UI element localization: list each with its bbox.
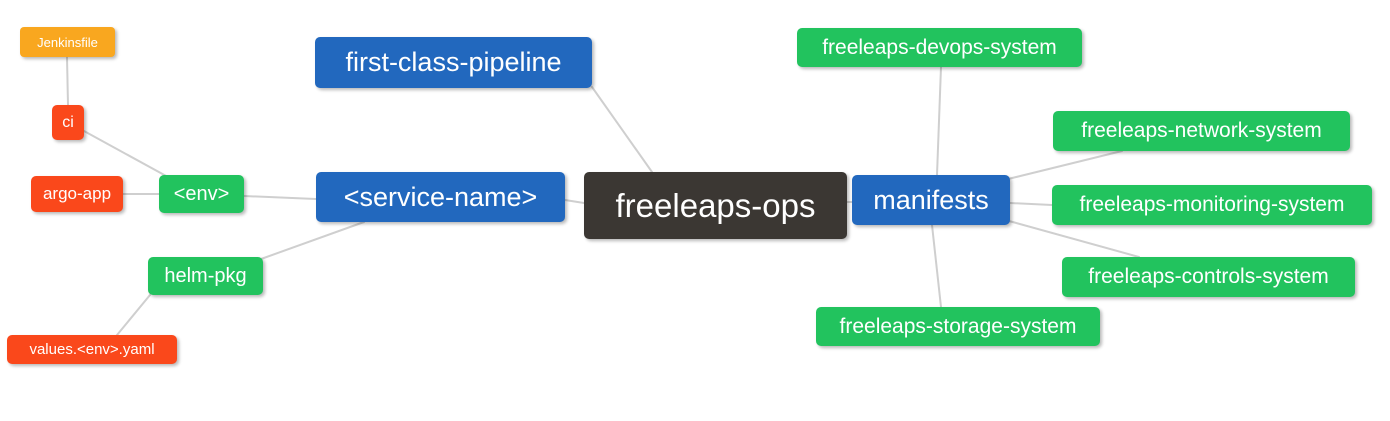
- node-service-name[interactable]: <service-name>: [316, 172, 565, 222]
- edge-helm-pkg-values: [116, 294, 151, 336]
- edge-manifests-monitoring: [1009, 202, 1053, 206]
- node-jenkinsfile[interactable]: Jenkinsfile: [20, 27, 115, 57]
- node-freeleaps-network-system[interactable]: freeleaps-network-system: [1053, 111, 1350, 151]
- edge-service-name-helm-pkg: [260, 221, 365, 260]
- node-env[interactable]: <env>: [159, 175, 244, 213]
- edge-env-service-name: [243, 195, 317, 200]
- edge-manifests-storage: [931, 224, 942, 308]
- edge-ci-env: [83, 130, 169, 178]
- node-freeleaps-monitoring-system[interactable]: freeleaps-monitoring-system: [1052, 185, 1372, 225]
- node-values-env-yaml[interactable]: values.<env>.yaml: [7, 335, 177, 364]
- node-ci[interactable]: ci: [52, 105, 84, 140]
- node-first-class-pipeline[interactable]: first-class-pipeline: [315, 37, 592, 88]
- edge-jenkinsfile-ci: [66, 56, 69, 106]
- node-freeleaps-storage-system[interactable]: freeleaps-storage-system: [816, 307, 1100, 346]
- node-argo-app[interactable]: argo-app: [31, 176, 123, 212]
- node-freeleaps-devops-system[interactable]: freeleaps-devops-system: [797, 28, 1082, 67]
- edge-manifests-network: [1007, 150, 1123, 180]
- node-freeleaps-ops[interactable]: freeleaps-ops: [584, 172, 847, 239]
- edge-manifests-controls: [1008, 220, 1140, 258]
- edge-pipeline-root: [591, 86, 653, 173]
- edge-service-name-root: [564, 199, 585, 204]
- edge-manifests-devops: [936, 66, 942, 176]
- node-helm-pkg[interactable]: helm-pkg: [148, 257, 263, 295]
- node-freeleaps-controls-system[interactable]: freeleaps-controls-system: [1062, 257, 1355, 297]
- node-manifests[interactable]: manifests: [852, 175, 1010, 225]
